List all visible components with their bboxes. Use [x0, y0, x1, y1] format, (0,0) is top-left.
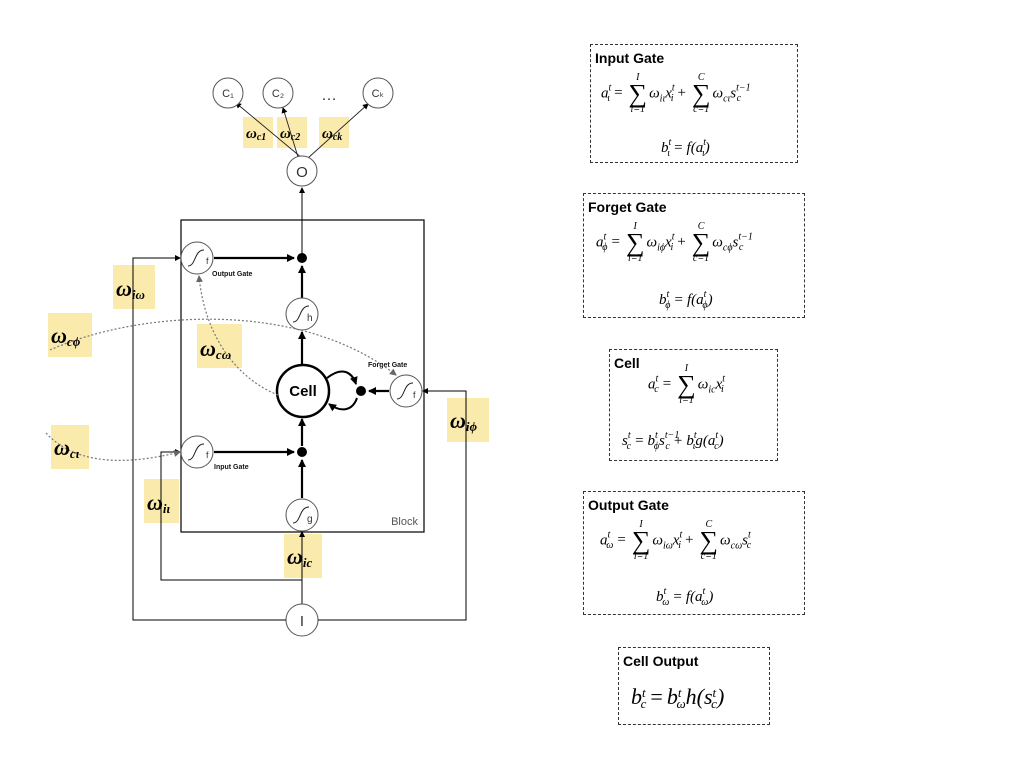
sigmoid-icon [396, 382, 414, 400]
weight-box-c-omega [197, 324, 242, 368]
output-node-ck-label: Cₖ [372, 88, 385, 100]
g-activation-label: g [307, 514, 313, 525]
output-node-o [286, 155, 318, 187]
output-node-c1-label: C₁ [222, 88, 234, 100]
sigmoid-icon [187, 249, 205, 267]
sigmoid-icon [187, 443, 205, 461]
output-product-node [297, 253, 307, 263]
weight-box-ic [284, 534, 322, 578]
weight-box-c2 [277, 117, 307, 148]
input-gate-label: Input Gate [214, 464, 249, 471]
forget-product-node [356, 386, 366, 396]
weight-box-c-phi [48, 313, 92, 357]
output-gate-label: Output Gate [212, 271, 253, 278]
peephole-cell-to-input-gate [45, 432, 181, 461]
cell-label: Cell [289, 383, 317, 400]
sigmoid-icon [292, 506, 310, 524]
weight-ck: ωck [322, 126, 342, 143]
input-gate-title: Input Gate [595, 50, 665, 66]
lstm-diagram: Block C₁ C₂ … Cₖ O f Output Gate h Cell … [45, 77, 489, 637]
weight-box-i-phi [447, 398, 489, 442]
output-gate-activation: f [206, 256, 209, 266]
forget-gate-title: Forget Gate [588, 199, 667, 215]
self-loop-top [326, 370, 358, 385]
output-node-c2-label: C₂ [272, 88, 284, 100]
input-node-i-label: I [300, 613, 304, 630]
cell-output-formula-box: Cell Output btc=btωh(stc) [618, 647, 770, 725]
output-node-ck [362, 77, 394, 109]
forget-gate-activation: f [413, 390, 416, 400]
link-input-to-input-gate [160, 449, 302, 581]
h-activation-label: h [307, 313, 313, 324]
cell-equation-2: stc=btϕst−1c+btιg(atc) [622, 430, 724, 452]
output-gate-equation-2: btω=f(atω) [656, 586, 714, 608]
block-label: Block [391, 516, 418, 528]
forget-gate-equation-2: btϕ=f(atϕ) [659, 289, 713, 311]
cell-title: Cell [614, 355, 640, 371]
link-o-c2 [281, 107, 299, 158]
input-gate-activation: f [206, 450, 209, 460]
output-ellipsis: … [321, 87, 337, 104]
weight-c-phi: ωcϕ [51, 323, 81, 349]
h-activation-node [285, 297, 319, 331]
output-node-c1 [212, 77, 244, 109]
weight-i-omega: ωiω [116, 276, 145, 302]
weight-box-c1 [243, 117, 273, 148]
input-product-node [297, 447, 307, 457]
cell-node [275, 363, 331, 419]
link-o-ck [307, 103, 369, 159]
weight-c2: ωc2 [280, 126, 300, 143]
weight-box-ck [319, 117, 349, 148]
sigmoid-icon [292, 305, 310, 323]
cell-output-title: Cell Output [623, 653, 699, 669]
peephole-cell-to-output-gate [196, 275, 279, 396]
peephole-cell-to-forget-gate [49, 318, 397, 376]
g-activation-node [285, 498, 319, 532]
weight-c-omega: ωcω [200, 336, 231, 362]
weight-box-c-iota [51, 425, 89, 469]
weight-box-i-omega [113, 265, 155, 309]
weight-c1: ωc1 [246, 126, 266, 143]
output-node-c2 [262, 77, 294, 109]
weight-ic: ωic [287, 544, 313, 570]
output-node-o-label: O [296, 164, 308, 181]
self-loop-bottom [328, 397, 358, 412]
link-o-c1 [235, 102, 303, 159]
output-gate-title: Output Gate [588, 497, 669, 513]
weight-c-iota: ωcι [54, 435, 80, 461]
link-input-to-forget-gate [318, 388, 467, 621]
link-input-to-output-gate [132, 255, 286, 621]
weight-i-phi: ωiϕ [450, 408, 478, 434]
forget-gate-node [389, 374, 423, 408]
input-gate-equation-2: btι=f(atι) [661, 137, 710, 159]
weight-i-iota: ωiι [147, 490, 171, 516]
cell-output-equation: btc=btωh(stc) [631, 684, 725, 711]
forget-gate-label: Forget Gate [368, 362, 407, 369]
